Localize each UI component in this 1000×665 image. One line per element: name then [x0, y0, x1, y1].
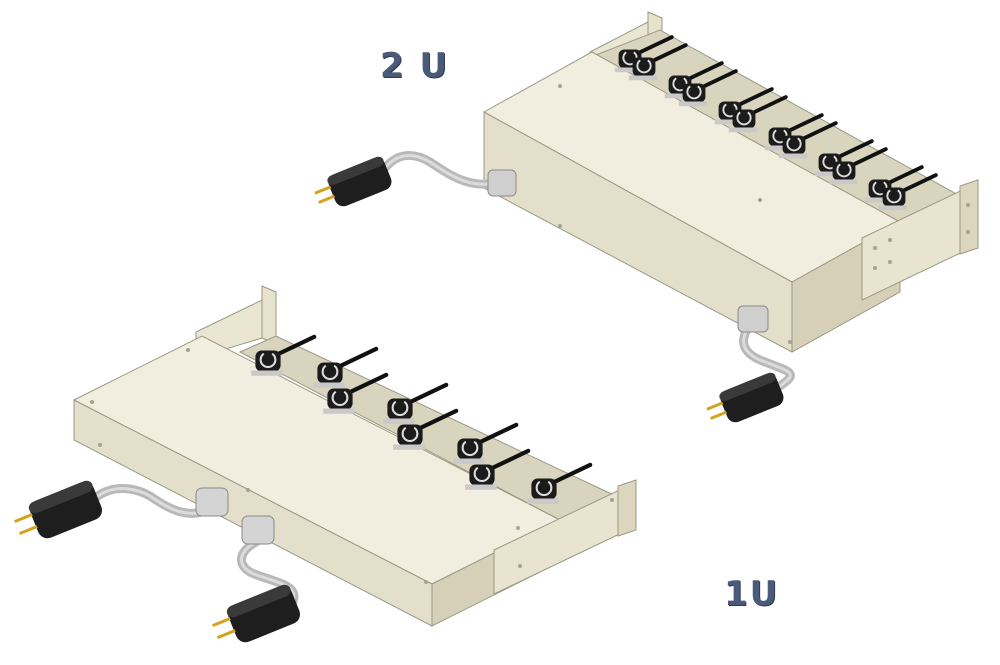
outlet-1u-6 — [453, 422, 519, 464]
outlet-2u-9 — [728, 95, 788, 133]
front-bracket-ear-2u — [959, 179, 979, 255]
plug-2u-right — [706, 372, 784, 423]
outlet-2u-7 — [628, 43, 688, 81]
outlet-1u-5 — [393, 408, 459, 450]
outlet-1u-4 — [383, 382, 449, 424]
front-bracket-ear-1u — [617, 479, 637, 537]
pdu-2u-unit — [314, 11, 979, 423]
outlet-1u-3 — [323, 372, 389, 414]
unit-label-2u: 2 U — [380, 46, 450, 86]
cable-gland-2u-right — [737, 305, 769, 333]
outlet-1u-7 — [465, 448, 531, 490]
outlet-1u-8 — [527, 462, 593, 504]
rear-flange-1u — [261, 285, 277, 345]
cable-gland-1u-right — [241, 515, 275, 545]
plug-1u-right — [212, 584, 300, 643]
outlet-1u-1 — [251, 334, 317, 376]
cable-gland-2u-left — [487, 169, 517, 197]
plug-1u-left — [14, 480, 102, 539]
outlet-2u-8 — [678, 69, 738, 107]
screws-1u — [90, 348, 614, 584]
cable-gland-1u-left — [195, 487, 229, 517]
outlet-2u-12 — [878, 173, 938, 211]
outlet-2u-4 — [764, 113, 824, 151]
outlets-2u — [614, 35, 938, 211]
plug-2u-left — [314, 156, 392, 207]
outlet-2u-10 — [778, 121, 838, 159]
outlet-2u-11 — [828, 147, 888, 185]
pdu-1u-unit — [14, 285, 637, 643]
screws-2u — [558, 84, 970, 344]
unit-label-1u: 1U — [724, 574, 780, 614]
outlet-1u-2 — [313, 346, 379, 388]
outlets-1u — [251, 334, 593, 504]
